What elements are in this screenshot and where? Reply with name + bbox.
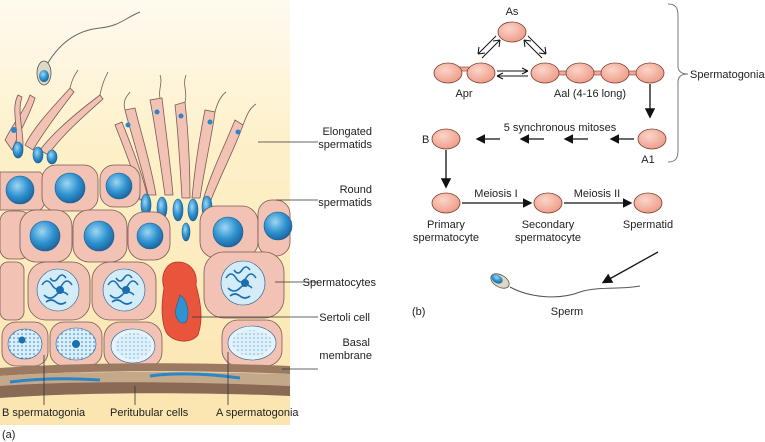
round-spermatids-row2 — [0, 199, 293, 263]
leader-lines — [43, 141, 318, 405]
label-sertoli: Sertoli cell — [319, 312, 370, 324]
node-aal-3 — [600, 62, 630, 84]
label-round-2: spermatids — [318, 197, 372, 209]
node-apr-1 — [433, 62, 463, 84]
label-b: B — [422, 134, 429, 146]
label-spermatocytes: Spermatocytes — [303, 277, 377, 289]
label-basal: Basal — [342, 337, 370, 349]
label-secondary-2: spermatocyte — [515, 232, 581, 244]
spermatogonia-row — [1, 319, 283, 369]
node-aal-1 — [530, 62, 560, 84]
elongating-spermatids-left — [4, 87, 104, 156]
label-mitoses: 5 synchronous mitoses — [504, 122, 617, 134]
node-aal-4 — [635, 62, 665, 84]
label-secondary: Secondary — [522, 219, 575, 231]
label-a-spermatogonia: A spermatogonia — [216, 407, 299, 419]
label-as: As — [506, 6, 519, 18]
node-as — [497, 21, 527, 43]
node-aal-2 — [565, 62, 595, 84]
node-primary — [431, 192, 461, 214]
flagellum — [44, 11, 141, 69]
spermatocytes — [0, 251, 285, 321]
node-a1 — [637, 128, 667, 150]
round-spermatids-row1 — [0, 164, 141, 212]
node-secondary — [533, 192, 563, 214]
apr-aal-arrows — [496, 67, 529, 80]
label-primary: Primary — [427, 219, 465, 231]
sperm-illustration — [490, 273, 641, 298]
spermatid-to-sperm-arrow — [601, 251, 659, 284]
node-spermatid — [633, 192, 663, 214]
as-aal-arrows — [523, 35, 547, 59]
node-b — [431, 128, 461, 150]
label-meiosis1: Meiosis I — [474, 188, 517, 200]
label-b-spermatogonia: B spermatogonia — [2, 407, 86, 419]
label-sperm: Sperm — [551, 306, 583, 318]
label-a1: A1 — [641, 154, 654, 166]
tail-hints — [69, 69, 257, 126]
label-apr: Apr — [455, 88, 472, 100]
spermatogonia-brace — [667, 3, 689, 163]
label-elongated-2: spermatids — [318, 139, 372, 151]
label-meiosis2: Meiosis II — [574, 188, 620, 200]
sertoli-cell — [161, 261, 202, 342]
label-round: Round — [340, 184, 372, 196]
panel-a-illustration — [0, 0, 318, 425]
elongated-spermatid-heads — [125, 109, 241, 242]
as-apr-arrows — [477, 35, 501, 59]
free-sperm-head — [36, 60, 52, 86]
panel-b-flowchart — [431, 3, 689, 298]
label-primary-2: spermatocyte — [413, 232, 479, 244]
label-aal: Aal (4-16 long) — [554, 88, 626, 100]
panel-a-tag: (a) — [2, 429, 15, 441]
label-elongated: Elongated — [322, 126, 372, 138]
node-apr-2 — [466, 62, 496, 84]
label-spermatid: Spermatid — [623, 219, 673, 231]
label-peritubular: Peritubular cells — [110, 407, 189, 419]
panel-b-tag: (b) — [412, 306, 425, 318]
label-basal-2: membrane — [319, 350, 372, 362]
spermatid-heads-left — [11, 127, 58, 165]
basement-membrane — [0, 363, 290, 398]
label-spermatogonia: Spermatogonia — [690, 69, 765, 81]
